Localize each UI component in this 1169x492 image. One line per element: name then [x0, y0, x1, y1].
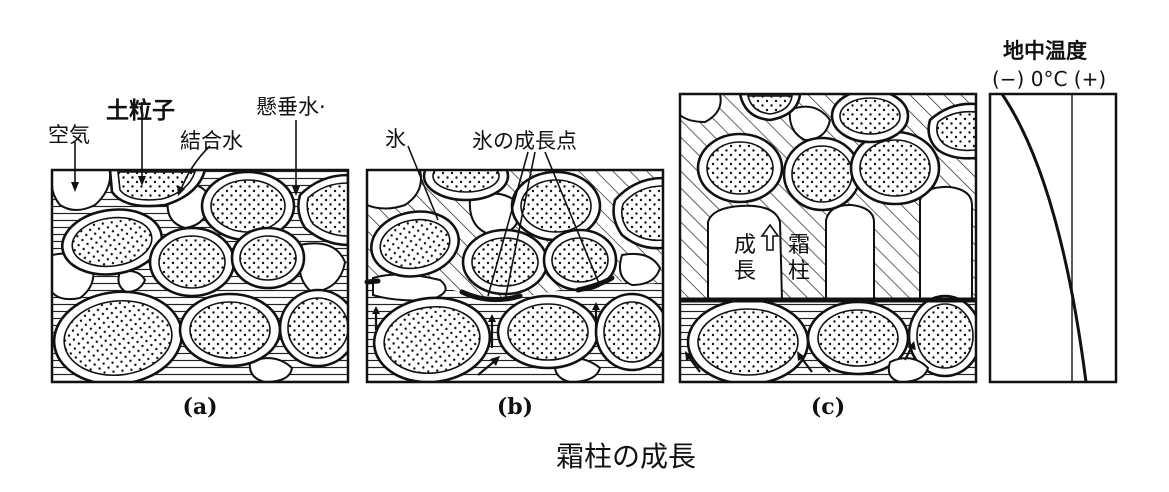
soil-grain: [52, 290, 184, 382]
temperature-profile: [988, 92, 1118, 384]
air-pocket: [619, 252, 662, 287]
soil-grain: [178, 292, 282, 368]
soil-grain: [422, 170, 510, 202]
soil-grain: [461, 228, 549, 296]
soil-grain: [278, 288, 348, 368]
frost-pillar: [825, 203, 875, 301]
label-air: 空気: [48, 123, 90, 147]
soil-grain: [60, 208, 164, 276]
soil-grain: [108, 170, 207, 208]
caption-b: (b): [497, 394, 533, 420]
label-growth-2: 長: [734, 259, 756, 284]
leader-ice-growth-point: [544, 151, 601, 287]
water-flow-arrows: [685, 341, 916, 373]
temperature-curve: [1000, 93, 1088, 383]
temperature-profile-frame: [988, 92, 1118, 384]
label-frost-pillar-1: 霜: [788, 233, 810, 258]
soil-grain: [510, 170, 602, 242]
soil-grain: [230, 226, 306, 290]
label-frost-pillar-2: 柱: [788, 259, 810, 284]
leader-ice: [407, 145, 439, 221]
ice-growth-front: [575, 275, 615, 293]
panel-a-frame: [50, 168, 350, 384]
soil-grain: [696, 132, 784, 204]
air-pocket: [52, 170, 112, 211]
soil-grain: [830, 94, 910, 144]
soil-grain: [200, 170, 296, 242]
soil-grain: [148, 226, 236, 298]
soil-grain: [849, 130, 941, 206]
frost-pillar: [707, 204, 784, 301]
label-bound-water: 結合水: [180, 129, 243, 153]
temperature-scale: (−) 0°C (+): [992, 67, 1106, 91]
soil-grain: [612, 176, 663, 250]
label-soil-particle: 土粒子: [106, 97, 175, 124]
label-ice-growth-point: 氷の成長点: [472, 129, 577, 153]
soil-grain: [907, 294, 976, 378]
soil-grain: [806, 300, 910, 376]
air-pocket: [117, 270, 147, 294]
panel-c-frame: [678, 92, 978, 384]
label-growth-1: 成: [734, 233, 756, 258]
air-pocket: [887, 357, 930, 382]
water-flow-arrows: [372, 302, 600, 376]
soil-grain: [738, 94, 802, 122]
figure-title: 霜柱の成長: [556, 440, 696, 473]
soil-grain: [496, 294, 600, 370]
leader-ice-growth-point: [487, 151, 529, 297]
soil-grain: [927, 102, 976, 160]
soil-grain: [782, 136, 862, 212]
soil-grain: [297, 173, 348, 247]
caption-c: (c): [811, 394, 845, 420]
leader-ice-growth-point: [504, 151, 536, 301]
air-pocket: [248, 357, 294, 382]
label-ice: 氷: [385, 127, 406, 151]
frost-pillar: [919, 185, 973, 301]
air-pocket: [788, 105, 832, 142]
panel-b-frame: [365, 168, 665, 384]
air-pocket: [297, 242, 347, 294]
soil-grain: [686, 298, 810, 382]
growth-arrow-icon: [760, 223, 780, 251]
soil-grain: [370, 210, 460, 278]
caption-a: (a): [182, 394, 217, 420]
panel-a: [50, 102, 350, 384]
label-suspended-water: 懸垂水·: [256, 95, 326, 119]
air-pocket: [680, 94, 722, 124]
ice-growth-front: [364, 278, 381, 285]
panel-c: [678, 92, 978, 384]
ice-growth-front: [459, 289, 523, 303]
panel-b: [364, 145, 665, 384]
temperature-title: 地中温度: [1003, 39, 1087, 63]
soil-grain: [372, 296, 492, 382]
soil-grain: [594, 292, 663, 372]
